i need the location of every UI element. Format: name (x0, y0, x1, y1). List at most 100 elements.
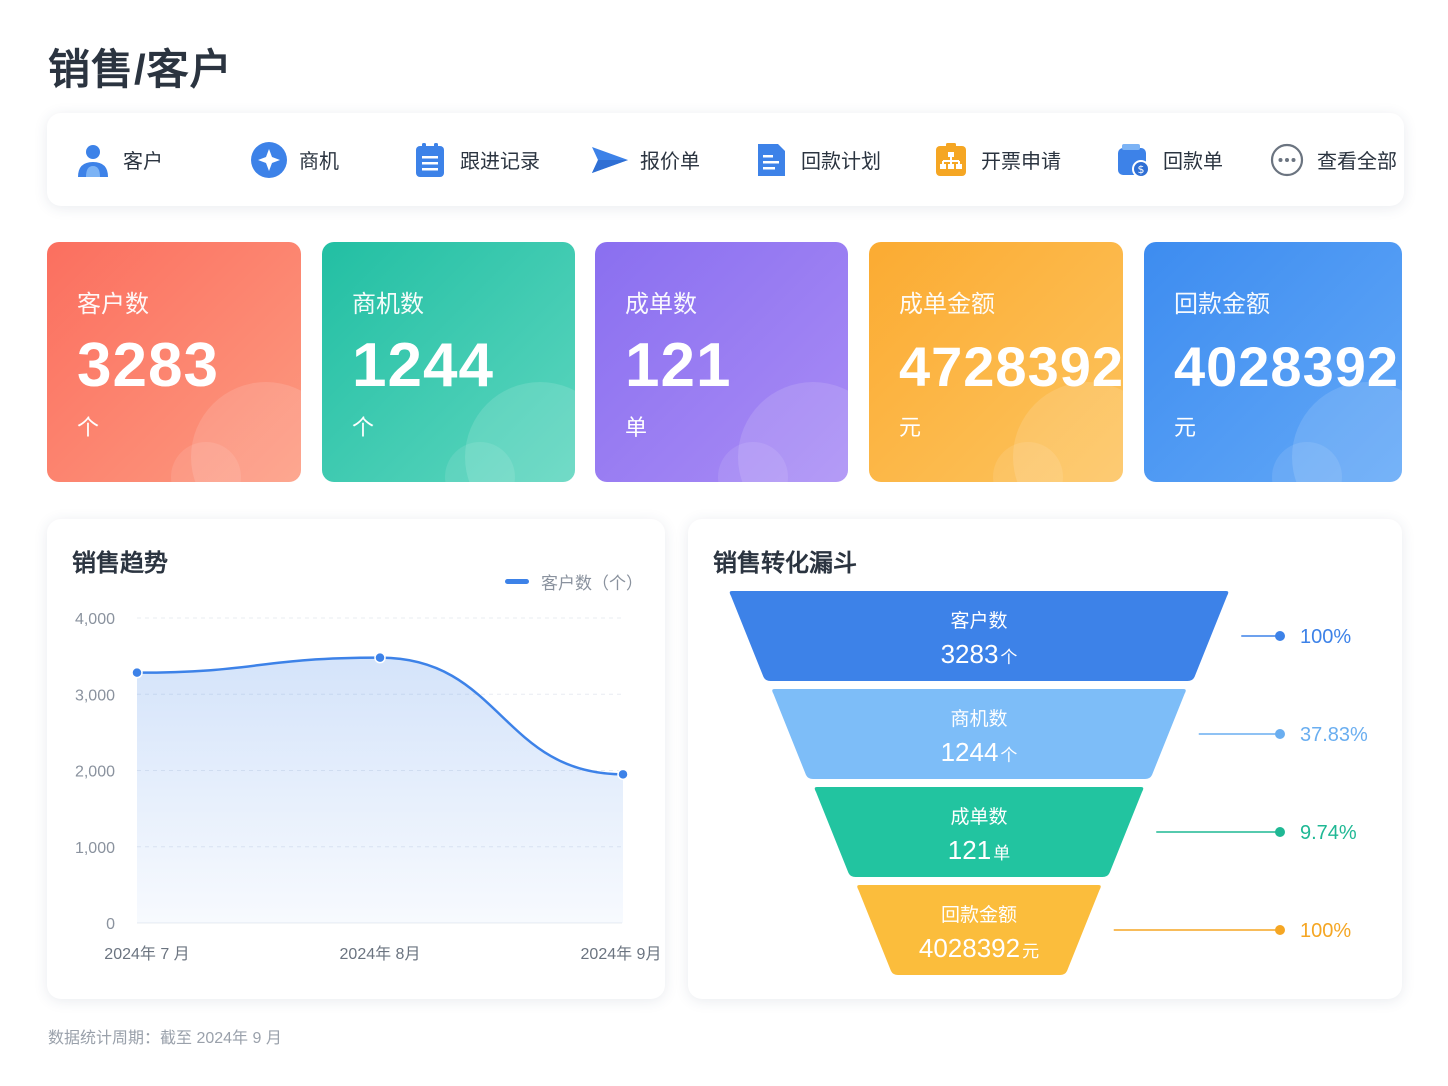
x-tick-label: 2024年 7 月 (104, 945, 189, 963)
funnel-percent: 100% (1300, 920, 1351, 942)
funnel-percent: 9.74% (1300, 822, 1357, 844)
stat-unit: 个 (77, 415, 100, 440)
x-tick-label: 2024年 8月 (340, 945, 421, 963)
legend-label: 客户数（个） (541, 574, 643, 593)
stat-unit: 元 (899, 415, 922, 440)
chart-legend[interactable]: 客户数（个） (505, 569, 643, 594)
nav-label: 跟进记录 (460, 151, 540, 173)
x-tick-label: 2024年 9月 (581, 945, 662, 963)
funnel-value-number: 4028392 (919, 933, 1020, 963)
data-point[interactable] (131, 666, 143, 679)
wallet-icon: $ (1113, 140, 1153, 180)
nav-item-quotation[interactable]: 报价单 (590, 113, 700, 206)
stat-title: 商机数 (352, 291, 424, 318)
funnel-stage-label: 商机数 (950, 708, 1007, 730)
funnel-leader-dot (1275, 925, 1285, 935)
funnel-value-unit: 个 (1000, 648, 1017, 667)
funnel-value-number: 1244 (941, 737, 999, 767)
nav-item-receipt[interactable]: $ 回款单 (1113, 113, 1223, 206)
funnel-value-unit: 个 (1000, 746, 1017, 765)
more-icon (1267, 140, 1307, 180)
org-chart-icon (931, 140, 971, 180)
stat-value: 3283 (77, 331, 219, 400)
y-tick-label: 1,000 (75, 840, 115, 857)
stat-value: 121 (625, 331, 732, 400)
funnel-leader-dot (1275, 631, 1285, 641)
stat-title: 成单金额 (899, 291, 995, 318)
footer-note: 数据统计周期：截至 2024年 9 月 (48, 1030, 282, 1047)
funnel-segment (814, 787, 1144, 877)
send-icon (590, 140, 630, 180)
nav-item-opportunity[interactable]: 商机 (249, 113, 339, 206)
stat-title: 成单数 (625, 291, 697, 318)
stat-value: 4728392 (899, 335, 1123, 398)
stat-title: 客户数 (77, 291, 149, 318)
page-title: 销售/客户 (48, 46, 233, 93)
funnel-segment (729, 591, 1229, 681)
funnel-segment (857, 885, 1101, 975)
quick-nav-bar: 客户 商机 跟进记录 报价单 回款计划 开票申请 $ 回款单 (47, 113, 1404, 206)
funnel-stage-label: 回款金额 (941, 904, 1017, 926)
nav-label: 回款单 (1163, 151, 1223, 173)
stat-card-payment-amount[interactable]: 回款金额 4028392 元 (1144, 242, 1402, 482)
y-tick-label: 3,000 (75, 687, 115, 704)
nav-label: 商机 (299, 151, 339, 173)
stat-unit: 元 (1174, 415, 1197, 440)
funnel-value-number: 3283 (941, 639, 999, 669)
nav-item-view-all[interactable]: 查看全部 (1267, 113, 1397, 206)
nav-label: 客户 (123, 151, 163, 173)
svg-text:$: $ (1138, 163, 1145, 176)
funnel-stage-label: 客户数 (950, 610, 1007, 632)
data-point[interactable] (617, 768, 629, 781)
funnel-percent: 37.83% (1300, 724, 1368, 746)
funnel-stage-label: 成单数 (950, 806, 1007, 828)
nav-label: 开票申请 (981, 151, 1061, 173)
panel-title: 销售趋势 (72, 550, 168, 577)
panel-title: 销售转化漏斗 (713, 550, 857, 577)
stat-title: 回款金额 (1174, 291, 1270, 318)
nav-item-customer[interactable]: 客户 (73, 113, 163, 206)
funnel-leader-dot (1275, 827, 1285, 837)
stat-card-customers[interactable]: 客户数 3283 个 (47, 242, 301, 482)
funnel-value-unit: 单 (993, 844, 1010, 863)
sales-trend-panel: 销售趋势 客户数（个） 0 1,000 2,000 3,000 4,000 2024年 7… (47, 519, 665, 999)
funnel-value-number: 121 (948, 835, 991, 865)
user-icon (73, 140, 113, 180)
stat-value: 1244 (352, 331, 494, 400)
series-area (137, 657, 623, 923)
stat-card-deals[interactable]: 成单数 121 单 (595, 242, 848, 482)
funnel-leader-dot (1275, 729, 1285, 739)
stat-unit: 单 (625, 415, 648, 440)
nav-item-follow-up[interactable]: 跟进记录 (410, 113, 540, 206)
nav-label: 查看全部 (1317, 151, 1397, 173)
nav-label: 回款计划 (801, 151, 881, 173)
y-tick-label: 4,000 (75, 611, 115, 628)
sales-trend-chart: 0 1,000 2,000 3,000 4,000 2024年 7 月 2024年 8月 20… (75, 611, 662, 963)
clipboard-icon (410, 140, 450, 180)
nav-item-invoice-request[interactable]: 开票申请 (931, 113, 1061, 206)
data-point[interactable] (374, 651, 386, 664)
stat-unit: 个 (352, 415, 375, 440)
nav-item-payment-plan[interactable]: 回款计划 (751, 113, 881, 206)
document-icon (751, 140, 791, 180)
y-tick-label: 0 (106, 916, 115, 933)
legend-swatch (505, 579, 529, 584)
stat-value: 4028392 (1174, 335, 1400, 398)
stat-card-deal-amount[interactable]: 成单金额 4728392 元 (869, 242, 1123, 482)
funnel-segment (772, 689, 1186, 779)
funnel-percent: 100% (1300, 626, 1351, 648)
sparkle-icon (249, 140, 289, 180)
stat-card-opportunities[interactable]: 商机数 1244 个 (322, 242, 575, 482)
y-tick-label: 2,000 (75, 764, 115, 781)
nav-label: 报价单 (640, 151, 700, 173)
